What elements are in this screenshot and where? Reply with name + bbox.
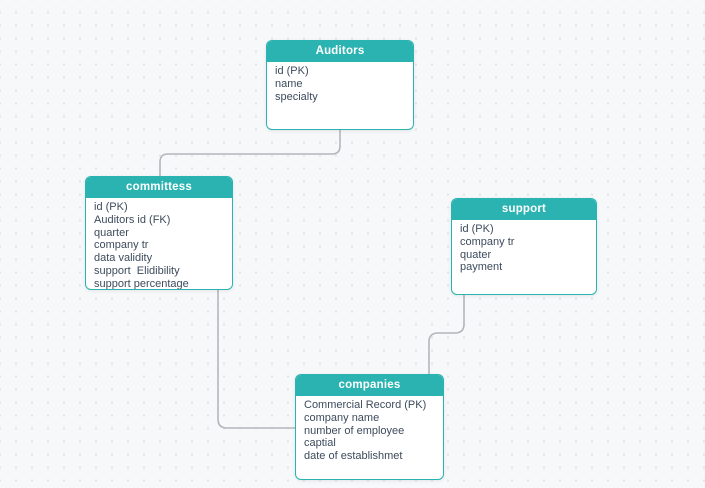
- table-column-row: support percentage: [94, 277, 189, 290]
- table-companies[interactable]: companies Commercial Record (PK)company …: [295, 374, 444, 480]
- table-column-row: data validity: [94, 252, 153, 265]
- table-column-row: id (PK): [460, 223, 494, 235]
- connector-support-companies[interactable]: [428, 295, 465, 374]
- connector-committess-companies[interactable]: [217, 290, 295, 429]
- table-column-row: company name: [304, 411, 380, 424]
- table-committess-header[interactable]: committess: [86, 177, 232, 198]
- table-column-row: quater: [460, 248, 492, 261]
- table-companies-header[interactable]: companies: [296, 375, 443, 396]
- table-committess[interactable]: committess id (PK)Auditors id (FK)quarte…: [85, 176, 233, 290]
- table-support-header[interactable]: support: [452, 199, 596, 220]
- table-column-row: id (PK): [275, 65, 309, 77]
- table-column-row: captial: [304, 437, 336, 450]
- connector-auditors-committess[interactable]: [159, 130, 341, 176]
- table-column-row: Auditors id (FK): [94, 213, 171, 226]
- table-column-row: id (PK): [94, 201, 128, 213]
- table-column-row: specialty: [275, 90, 318, 103]
- table-column-row: Commercial Record (PK): [304, 399, 427, 411]
- table-column-row: support Elidibility: [94, 264, 180, 277]
- table-column-row: company tr: [460, 235, 515, 248]
- table-column-row: payment: [460, 261, 503, 274]
- table-column-row: company tr: [94, 239, 149, 252]
- table-column-row: date of establishmet: [304, 450, 403, 463]
- table-auditors-header[interactable]: Auditors: [267, 41, 413, 62]
- table-column-row: quarter: [94, 226, 129, 239]
- table-column-row: number of employee: [304, 424, 405, 437]
- table-column-row: name: [275, 77, 303, 90]
